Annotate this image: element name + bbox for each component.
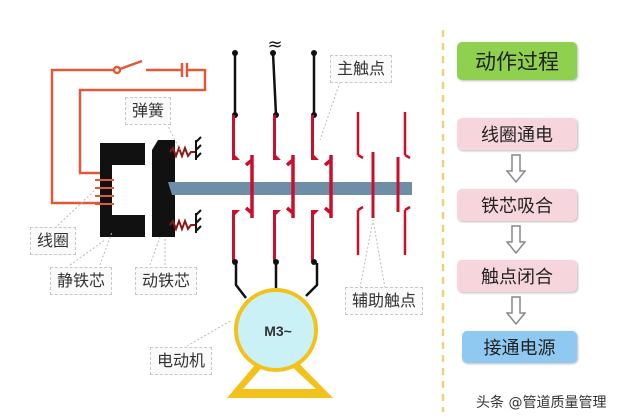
terminal-dot: [311, 50, 317, 56]
moving-contact: [323, 155, 333, 218]
label-coil: 线圈: [30, 227, 77, 255]
aux-fixed-contact: [356, 112, 364, 255]
label-spring: 弹簧: [125, 97, 172, 125]
terminal-dot: [232, 50, 238, 56]
spring: [169, 145, 195, 232]
moving-contact: [285, 155, 295, 218]
process-title: 动作过程: [457, 42, 577, 80]
leader-lines: [54, 81, 386, 351]
fixed-contact-top: [311, 115, 319, 160]
process-step-3: 触点闭合: [457, 260, 577, 292]
label-main-contacts: 主触点: [330, 55, 393, 83]
label-motor: 电动机: [150, 347, 213, 375]
spring-anchor: [195, 136, 202, 233]
switch-blade: [119, 59, 143, 71]
moving-contact: [244, 155, 254, 218]
motor-symbol: M3~: [264, 323, 292, 339]
terminal-dot: [273, 259, 279, 265]
arrow-down-icon: [506, 225, 526, 255]
ac-symbol: ≈: [267, 34, 282, 55]
label-static-core: 静铁芯: [50, 267, 113, 295]
label-moving-core: 动铁芯: [135, 267, 198, 295]
terminal-dot: [270, 50, 276, 56]
fixed-contact-bottom: [311, 210, 319, 262]
arrow-down-icon: [506, 154, 526, 184]
process-step-2: 铁芯吸合: [457, 189, 577, 221]
fixed-contact-top: [232, 115, 240, 160]
process-step-4: 接通电源: [462, 331, 577, 363]
terminal-dot: [311, 259, 317, 265]
switch-pivot: [112, 65, 122, 75]
auxiliary-contacts: [356, 112, 411, 255]
fixed-contact-top: [273, 115, 281, 160]
static-core: [100, 143, 145, 237]
motor-leads: [234, 263, 319, 299]
motor: M3~: [227, 288, 333, 398]
watermark: 头条 @管道质量管理: [476, 395, 607, 411]
aux-fixed-contact: [403, 112, 411, 255]
supply-line: [271, 52, 278, 116]
process-step-1: 线圈通电: [457, 118, 577, 150]
coil: [95, 179, 114, 205]
label-aux-contacts: 辅助触点: [345, 287, 424, 315]
fixed-contact-bottom: [232, 210, 240, 262]
armature-bar: [168, 182, 412, 195]
arrow-down-icon: [506, 296, 526, 326]
control-circuit: [50, 59, 207, 205]
moving-core: [152, 140, 175, 237]
main-contacts: [232, 50, 333, 265]
fixed-contact-bottom: [273, 210, 281, 262]
